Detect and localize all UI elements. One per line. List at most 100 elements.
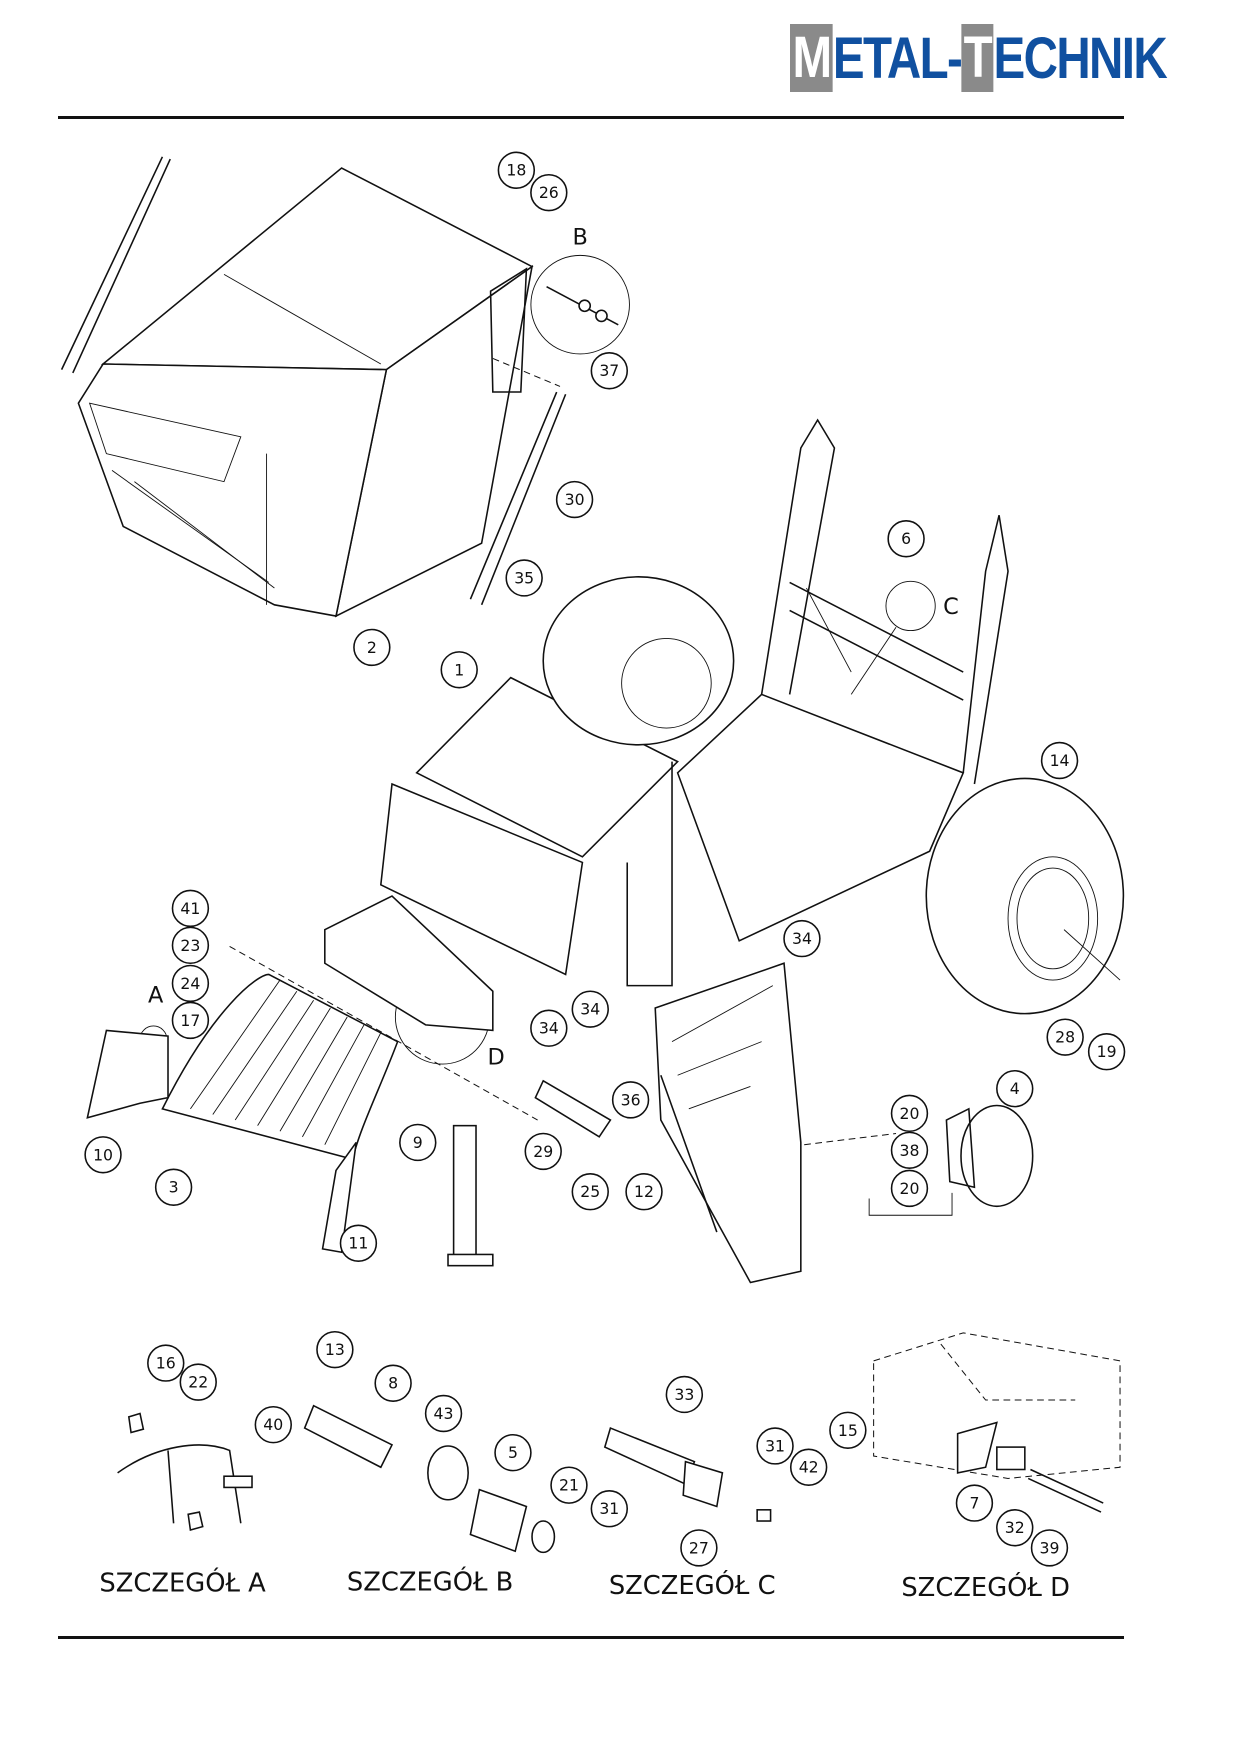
callout-circle — [783, 919, 821, 958]
callout-balloon: 6 — [887, 520, 925, 558]
callout-circle — [550, 1466, 588, 1504]
callout-balloon: 26 — [530, 173, 568, 212]
tine-arm-part — [654, 962, 802, 1284]
callout-balloon: 4 — [996, 1069, 1034, 1108]
jack-stand-part — [447, 1124, 494, 1267]
callout-circle — [353, 628, 391, 667]
callout-circle — [625, 1173, 663, 1211]
callout-balloon: 22 — [179, 1363, 217, 1401]
callout-number: 41 — [180, 899, 200, 918]
callout-number: 40 — [263, 1415, 283, 1434]
callout-balloon: 10 — [84, 1136, 122, 1174]
callout-number: 7 — [969, 1494, 979, 1513]
callout-balloon: 37 — [590, 352, 629, 390]
callout-circle — [316, 1330, 354, 1369]
detail-marker-letter: D — [488, 1044, 505, 1070]
callout-balloon: 28 — [1046, 1018, 1084, 1056]
callout-number: 8 — [388, 1374, 398, 1393]
detail-title: SZCZEGÓŁ D — [901, 1571, 1070, 1603]
callout-number: 31 — [599, 1499, 619, 1518]
callout-number: 18 — [506, 161, 526, 180]
callout-balloon: 11 — [339, 1224, 378, 1262]
callout-balloon: 3 — [154, 1168, 193, 1206]
footer-rule — [58, 1636, 1124, 1639]
callout-number: 32 — [1005, 1518, 1025, 1537]
callout-circle — [996, 1069, 1034, 1108]
callout-balloon: 31 — [590, 1489, 629, 1528]
callout-circle — [171, 889, 210, 928]
callout-number: 34 — [580, 1000, 600, 1019]
callout-circle — [996, 1509, 1034, 1547]
callout-circle — [571, 1173, 609, 1211]
callout-circle — [890, 1169, 929, 1208]
callout-balloon: 12 — [625, 1173, 663, 1211]
callout-balloon: 24 — [171, 964, 210, 1003]
callout-balloon: 21 — [550, 1466, 588, 1504]
callout-circle — [571, 990, 609, 1028]
callout-circle — [254, 1405, 292, 1444]
callout-circle — [399, 1123, 437, 1162]
callout-balloon: 30 — [555, 480, 594, 519]
callout-balloon: 20 — [890, 1169, 929, 1208]
callout-circle — [1087, 1033, 1126, 1071]
callout-number: 19 — [1097, 1042, 1117, 1061]
callout-balloon: 34 — [571, 990, 609, 1028]
callout-balloon: 31 — [756, 1427, 794, 1465]
callout-circle — [440, 651, 478, 689]
callout-circle — [171, 926, 210, 965]
callout-circle — [590, 352, 629, 390]
callout-number: 43 — [434, 1404, 454, 1423]
callout-circle — [497, 151, 536, 189]
callout-number: 39 — [1039, 1538, 1059, 1557]
callout-number: 10 — [93, 1145, 113, 1164]
callout-balloon: 13 — [316, 1330, 354, 1369]
callout-balloon: 14 — [1040, 741, 1079, 780]
callout-number: 35 — [514, 568, 534, 587]
callout-balloon: 32 — [996, 1509, 1034, 1547]
callout-number: 28 — [1055, 1028, 1075, 1047]
callout-circle — [424, 1394, 463, 1433]
callout-circle — [1030, 1529, 1069, 1567]
callout-balloon: 36 — [611, 1081, 650, 1119]
callout-number: 26 — [539, 183, 559, 202]
logo-text-2: ECHNIK — [993, 25, 1168, 91]
callout-circle — [171, 964, 210, 1003]
callout-balloon: 5 — [494, 1433, 532, 1472]
callout-number: 21 — [559, 1476, 579, 1495]
callout-circle — [890, 1094, 929, 1133]
callout-balloon: 25 — [571, 1173, 609, 1211]
callout-balloon: 34 — [530, 1009, 568, 1047]
callout-number: 2 — [367, 638, 377, 657]
callout-balloon: 39 — [1030, 1529, 1069, 1567]
callout-circle — [154, 1168, 193, 1206]
callout-balloon: 40 — [254, 1405, 292, 1444]
callout-circle — [147, 1344, 185, 1382]
callout-number: 37 — [599, 361, 619, 380]
callout-number: 38 — [899, 1141, 919, 1160]
callout-circle — [530, 173, 568, 212]
callout-number: 27 — [689, 1538, 709, 1557]
callout-balloon: 38 — [890, 1131, 929, 1169]
callout-number: 13 — [325, 1340, 345, 1359]
callout-balloon: 19 — [1087, 1033, 1126, 1071]
callout-circle — [611, 1081, 650, 1119]
callout-circle — [1046, 1018, 1084, 1056]
detail-marker-letter: A — [148, 983, 164, 1009]
callout-balloon: 23 — [171, 926, 210, 965]
callout-balloon: 43 — [424, 1394, 463, 1433]
callout-balloon: 17 — [171, 1001, 210, 1040]
callout-number: 16 — [156, 1354, 176, 1373]
callout-balloon: 18 — [497, 151, 536, 189]
callout-circle — [890, 1131, 929, 1169]
callout-circle — [756, 1427, 794, 1465]
callout-circle — [494, 1433, 532, 1472]
callout-balloon: 29 — [524, 1132, 562, 1171]
callout-number: 36 — [621, 1090, 641, 1109]
callout-number: 22 — [188, 1373, 208, 1392]
left-wheel — [542, 576, 735, 746]
callout-circle — [680, 1529, 718, 1567]
callout-number: 42 — [799, 1458, 819, 1477]
